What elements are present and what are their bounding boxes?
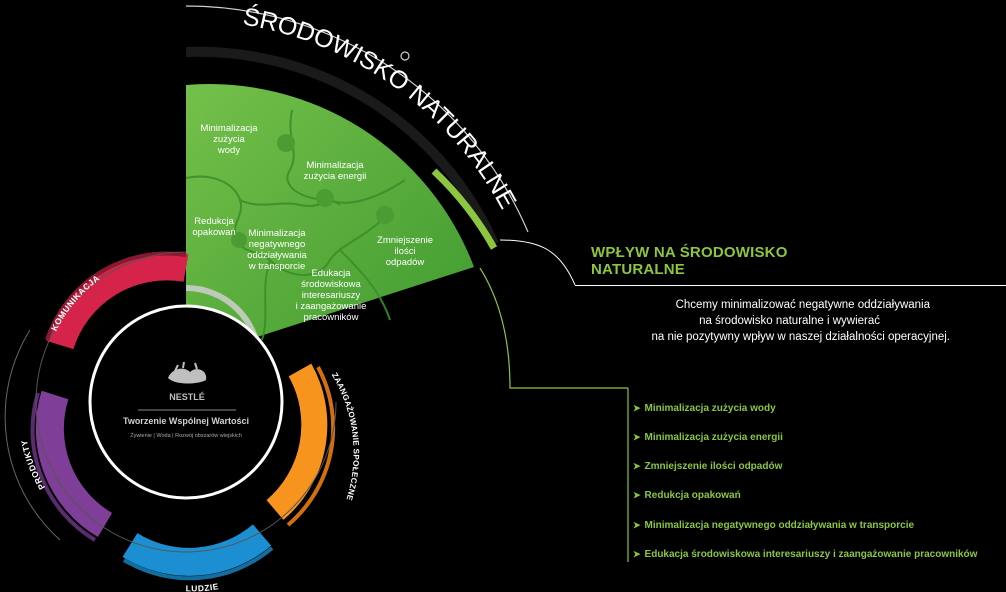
- bullet-item: ➤Edukacja środowiskowa interesariuszy i …: [633, 549, 977, 560]
- panel-description: Chcemy minimalizować negatywne oddziaływ…: [570, 297, 950, 345]
- segment-ludzie[interactable]: [122, 524, 272, 576]
- bullet-text: Redukcja opakowań: [644, 490, 741, 501]
- wheel-outer-ring-2: [4, 329, 61, 541]
- bullet-text: Minimalizacja zużycia energii: [644, 432, 783, 443]
- puzzle-knobs: [231, 134, 394, 248]
- color-wheel: [30, 251, 336, 581]
- connector-line-3: [499, 239, 576, 286]
- bullet-text: Edukacja środowiskowa interesariuszy i z…: [644, 549, 978, 560]
- dark-band: [185, 46, 499, 247]
- bullet-text: Zmniejszenie ilości odpadów: [644, 461, 783, 472]
- segment-zaangazowanie[interactable]: [266, 363, 328, 520]
- panel-title-line1: WPŁYW NA ŚRODOWISKO: [591, 244, 788, 261]
- outer-thin-arc: [185, 5, 529, 233]
- svg-text:NESTLÉ: NESTLÉ: [169, 392, 205, 402]
- bullet-item: ➤Minimalizacja zużycia energii: [633, 432, 783, 443]
- center-disk: [96, 312, 276, 492]
- arrow-icon: ➤: [633, 490, 641, 500]
- segment-produkty[interactable]: [35, 390, 113, 538]
- arrow-icon: ➤: [633, 520, 641, 530]
- wheel-outer-ring: [35, 251, 337, 553]
- panel-desc-line1: Chcemy minimalizować negatywne oddziaływ…: [675, 299, 930, 311]
- bullet-item: ➤Minimalizacja negatywnego oddziaływania…: [633, 520, 914, 531]
- panel-title-line2: NATURALNE: [591, 261, 686, 278]
- bullet-text: Minimalizacja zużycia wody: [644, 403, 776, 414]
- bullet-text: Minimalizacja negatywnego oddziaływania …: [644, 520, 915, 531]
- label-ludzie: LUDZIE: [186, 581, 220, 592]
- arrow-icon: ➤: [633, 432, 641, 442]
- panel-desc-line3: na nie pozytywny wpływ w naszej działaln…: [651, 331, 950, 343]
- arc-node-dot: [400, 51, 410, 61]
- segment-zaangazowanie-outer: [286, 366, 336, 527]
- panel-title: WPŁYW NA ŚRODOWISKO NATURALNE: [591, 244, 891, 278]
- arrow-icon: ➤: [633, 403, 641, 413]
- bullet-item: ➤Minimalizacja zużycia wody: [633, 403, 776, 414]
- segment-produkty-outer: [30, 392, 97, 542]
- nestle-logo: NESTLÉ: [168, 361, 207, 402]
- bullet-item: ➤Redukcja opakowań: [633, 490, 741, 501]
- green-accent-band: [431, 168, 498, 250]
- panel-rule: [575, 285, 1006, 286]
- puzzle-quadrant: [186, 84, 474, 360]
- center-subtitle: Żywienie | Woda | Rozwój obszarów wiejsk…: [130, 432, 242, 439]
- arrow-icon: ➤: [633, 549, 641, 559]
- connector-line-1: [479, 267, 628, 389]
- bullet-item: ➤Zmniejszenie ilości odpadów: [633, 461, 782, 472]
- panel-desc-line2: na środowisko naturalne i wywierać: [699, 315, 880, 327]
- segment-komunikacja[interactable]: [46, 252, 189, 350]
- center-title: Tworzenie Wspólnej Wartości: [123, 416, 249, 426]
- arrow-icon: ➤: [633, 461, 641, 471]
- segment-ludzie-outer: [122, 546, 274, 581]
